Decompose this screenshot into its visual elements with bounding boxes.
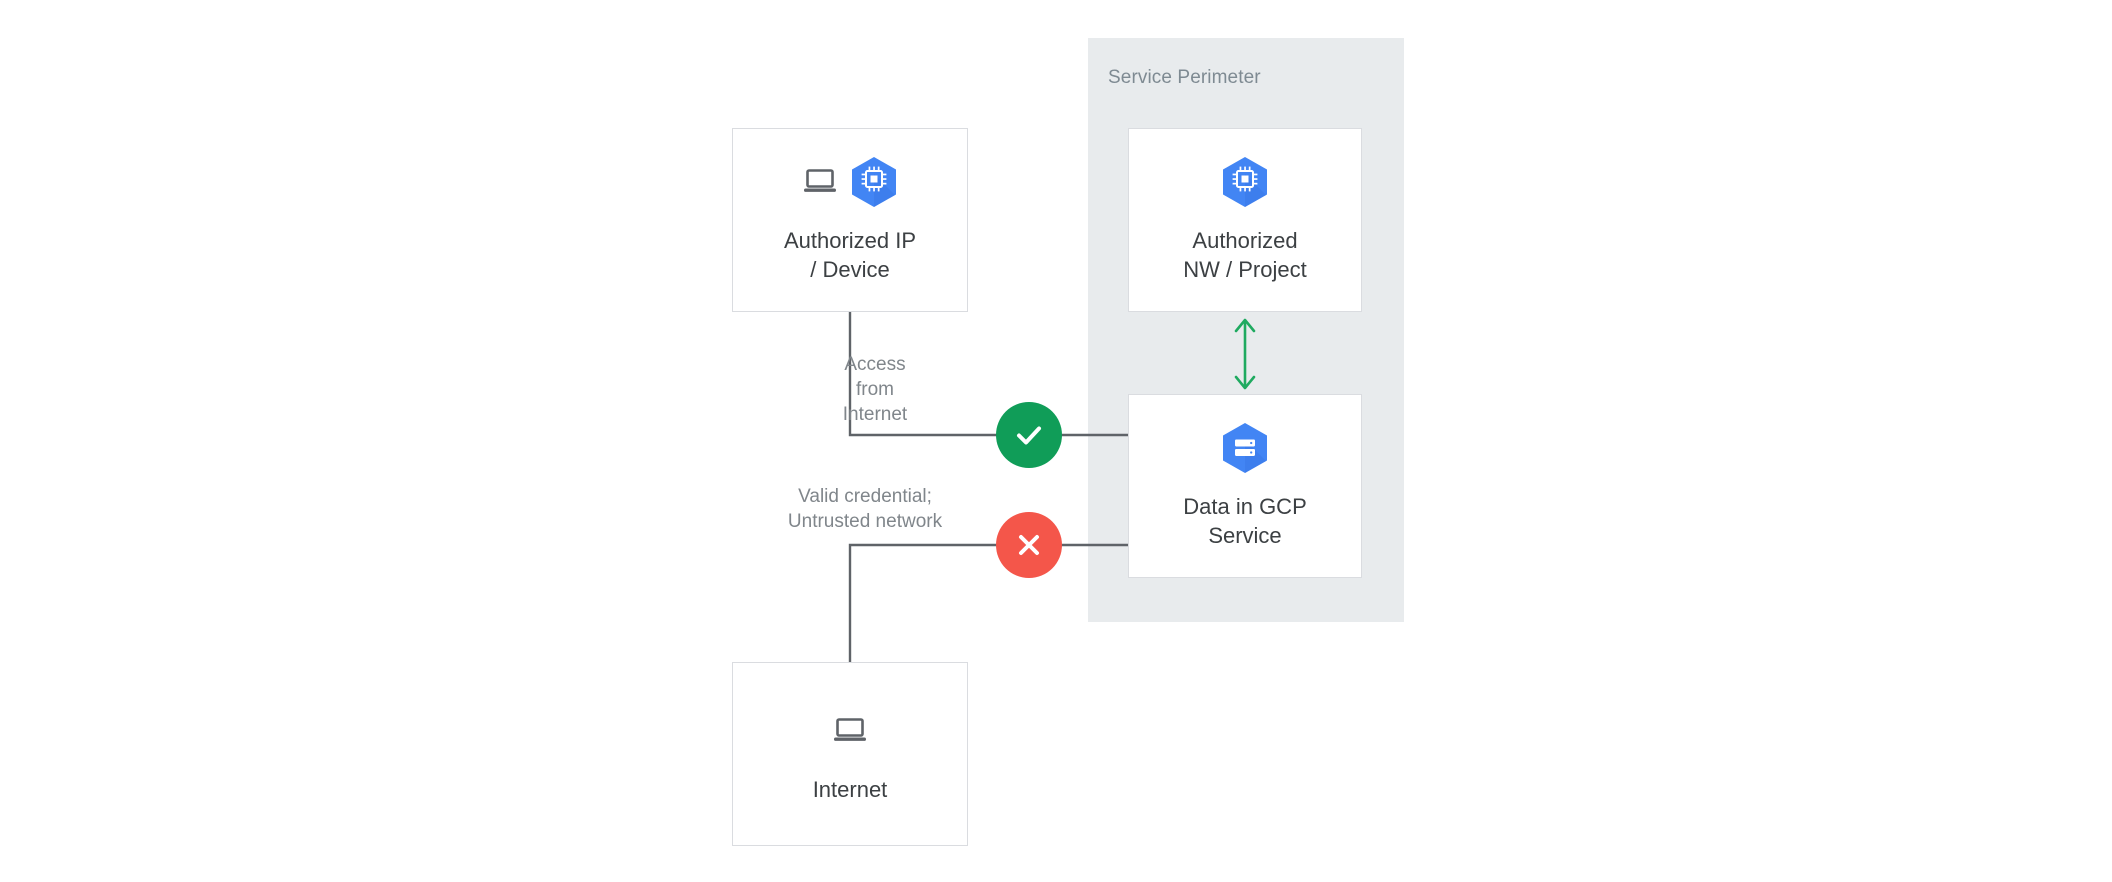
service-perimeter-label: Service Perimeter <box>1108 67 1261 88</box>
laptop-icon <box>834 717 866 741</box>
edge-label-access-from-internet: Access from Internet <box>842 354 908 425</box>
database-hexagon-icon <box>1223 423 1267 473</box>
node-label: Internet <box>812 776 888 802</box>
node-data-in-gcp-service[interactable]: Data in GCP Service <box>1128 394 1362 578</box>
node-icon-group <box>833 705 867 757</box>
node-authorized-ip-device[interactable]: Authorized IP / Device <box>732 128 968 312</box>
node-icon-group <box>1222 422 1268 474</box>
node-label: Authorized NW / Project <box>1183 228 1307 282</box>
status-badge-denied[interactable] <box>996 512 1062 578</box>
node-authorized-nw-project[interactable]: Authorized NW / Project <box>1128 128 1362 312</box>
node-label: Data in GCP Service <box>1183 494 1307 548</box>
laptop-icon <box>804 169 836 192</box>
check-icon <box>1017 426 1041 445</box>
node-icon-group <box>1222 156 1268 208</box>
node-icon-group <box>803 156 897 208</box>
compute-engine-hexagon-icon <box>1223 157 1267 207</box>
node-internet[interactable]: Internet <box>732 662 968 846</box>
node-label: Authorized IP / Device <box>783 228 917 282</box>
status-badge-allowed[interactable] <box>996 402 1062 468</box>
edge-label-valid-credential: Valid credential; Untrusted network <box>787 486 943 532</box>
close-icon <box>1019 535 1039 555</box>
compute-engine-hexagon-icon <box>852 157 896 207</box>
